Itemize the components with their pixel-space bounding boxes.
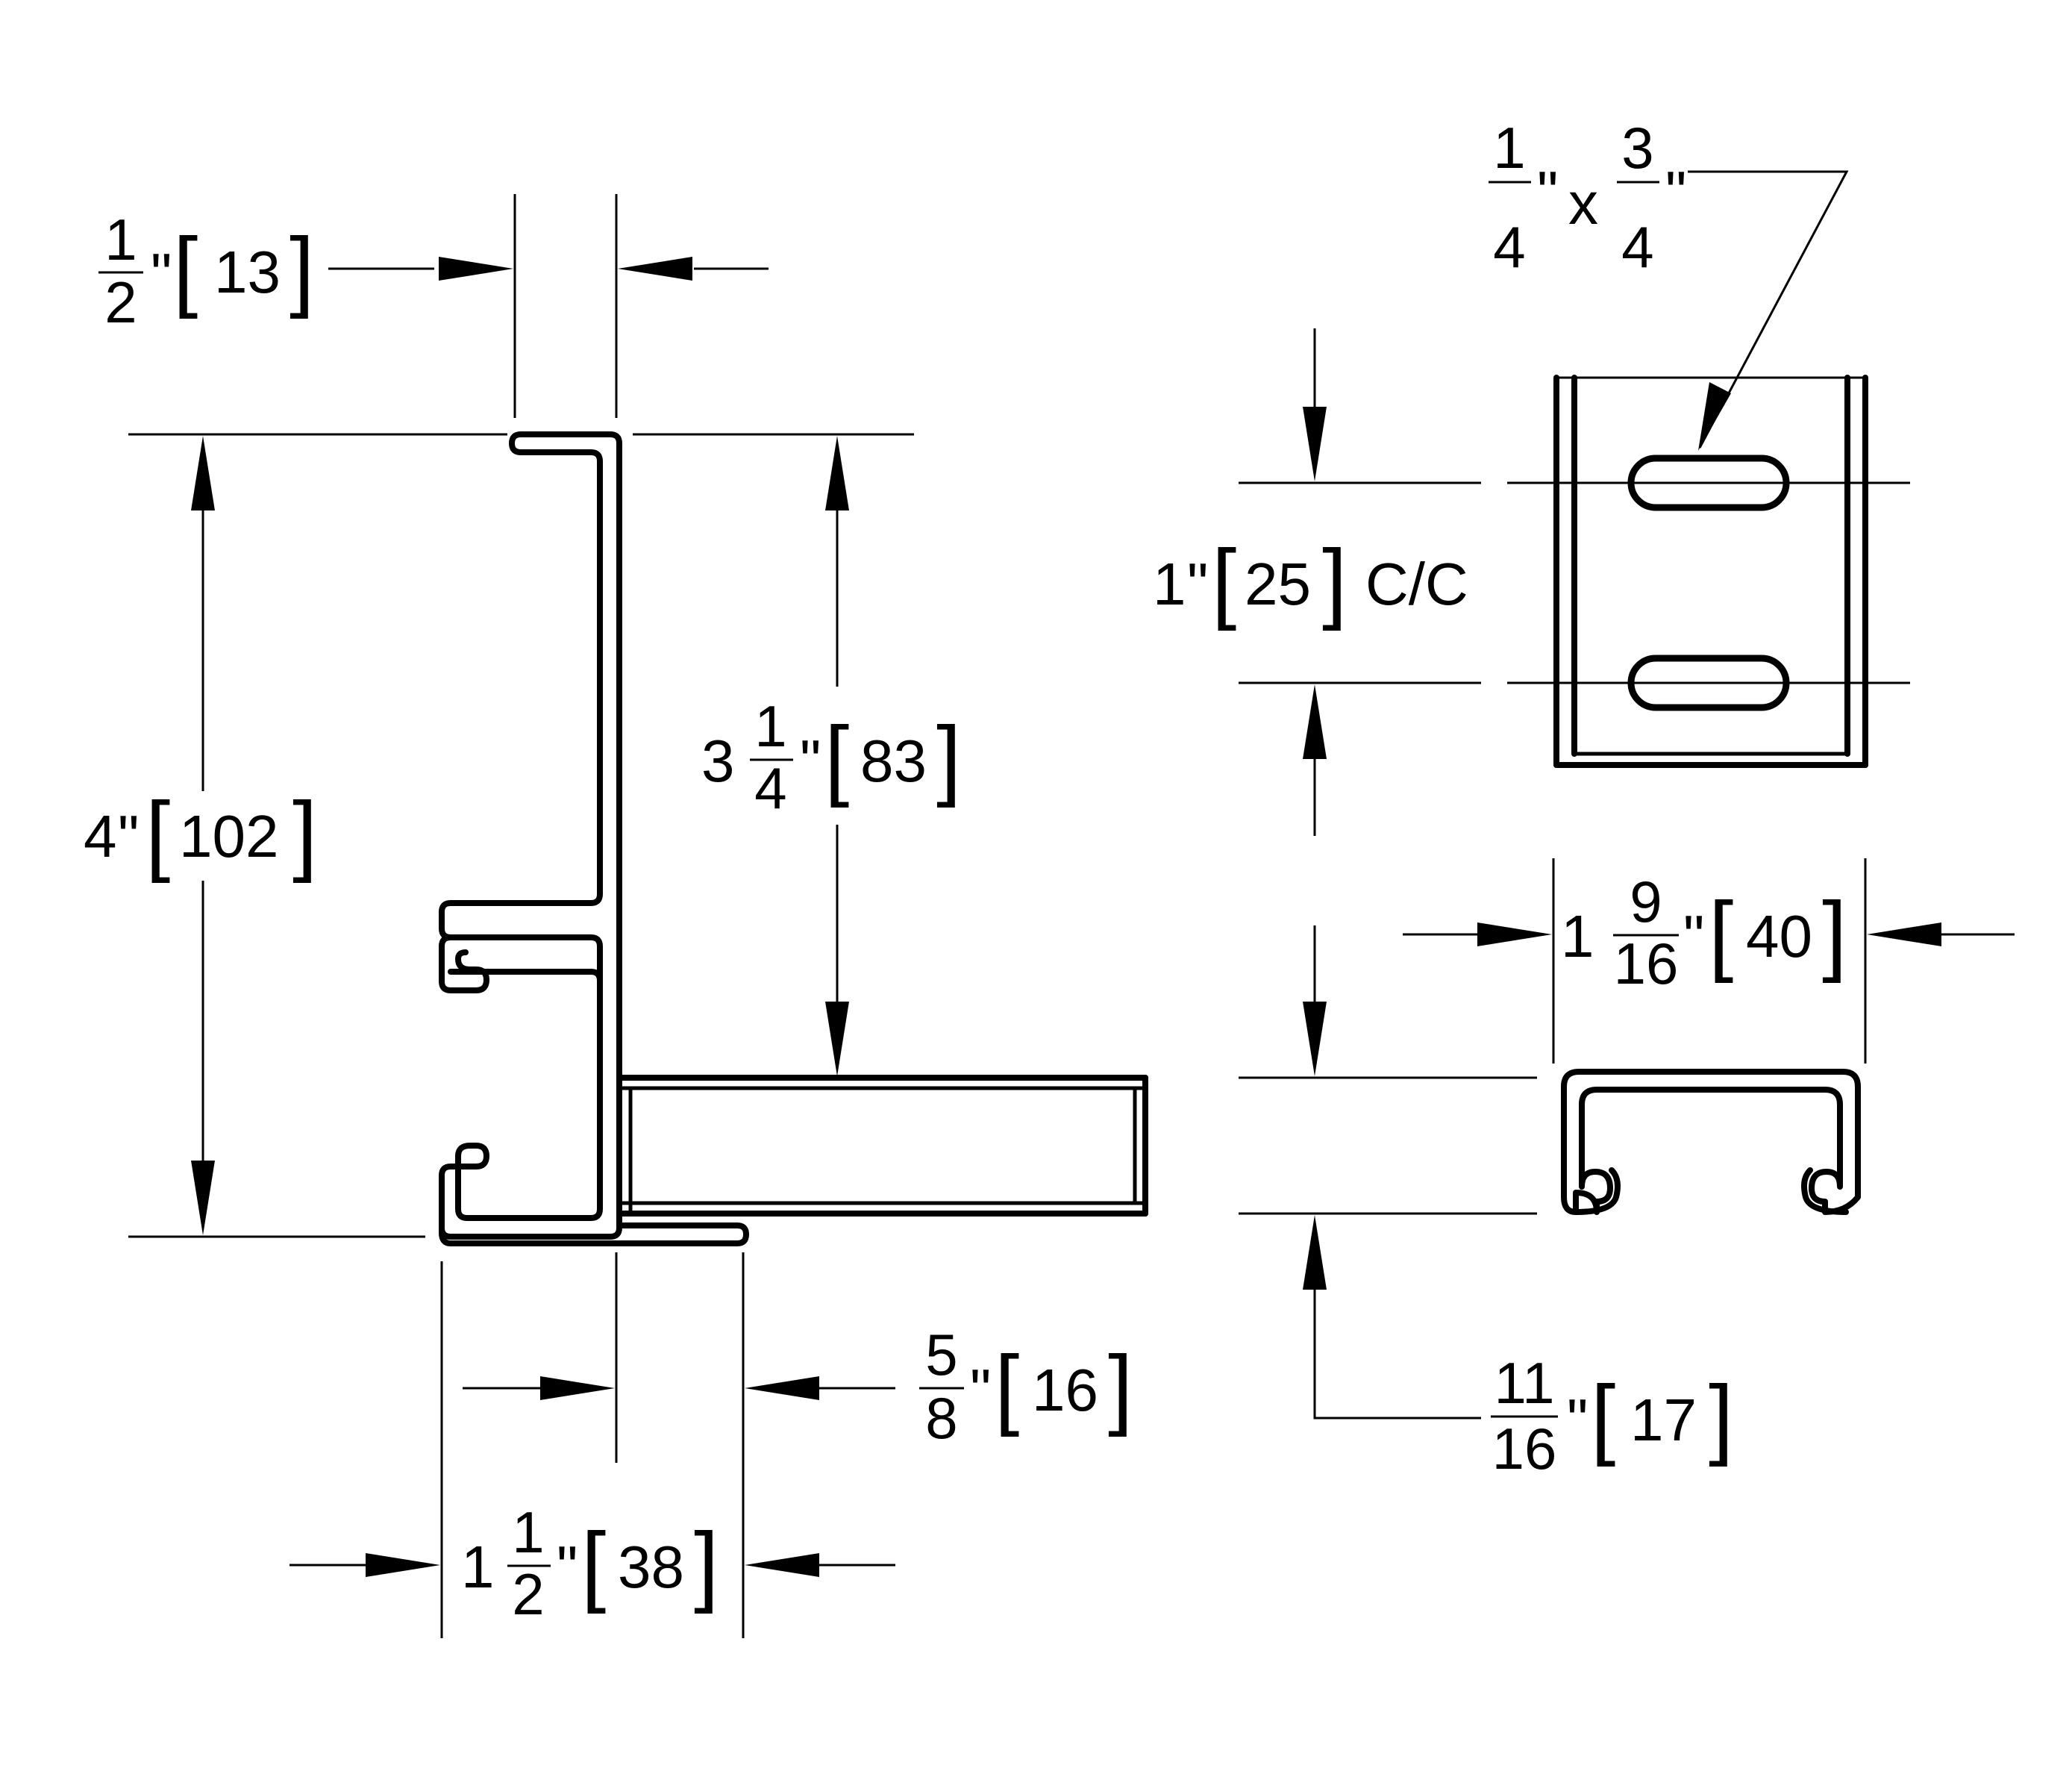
dim-channel-height-metric: 17	[1630, 1387, 1697, 1453]
dim-channel-width-whole: 1	[1561, 903, 1594, 969]
dim-height-bracket-close: ]	[292, 784, 317, 884]
dim-channel-width-num: 9	[1630, 869, 1662, 934]
bracket-arm	[616, 1075, 1148, 1217]
dim-channel-width-den: 16	[1614, 931, 1679, 996]
dim-height-bracket-open: [	[145, 784, 170, 884]
dim-overall-height: 4 " [ 102 ]	[84, 433, 507, 1238]
dim-slot-spacing: 1 " [ 25 ] C/C	[1153, 328, 1481, 836]
dim-base-width: 1 1 2 " [ 38 ]	[289, 1261, 895, 1638]
dim-flange-bracket-open: [	[173, 219, 198, 319]
dim-base-bracket-open: [	[581, 1514, 606, 1614]
dim-flange-width: 1 2 " [ 13 ]	[98, 194, 769, 418]
dim-setback-den: 8	[925, 1385, 957, 1451]
dim-setback-unit: "	[970, 1357, 991, 1423]
dim-flange-unit: "	[151, 241, 172, 307]
dim-height-whole: 4	[84, 803, 117, 869]
dim-slot-unit1: "	[1537, 159, 1558, 225]
bracket-back-channel-profile	[439, 431, 622, 1240]
channel-inner-lip-right	[1801, 1167, 1849, 1215]
dim-slot-den2: 4	[1621, 214, 1653, 280]
channel-inner-lip-left	[1573, 1167, 1621, 1215]
dim-arm-position: 3 1 4 " [ 83 ]	[633, 433, 961, 1076]
dim-flange-num: 1	[104, 207, 137, 272]
dim-flange-den: 2	[104, 269, 137, 335]
channel-cross-section	[1561, 1069, 1861, 1215]
bracket-upper-hook	[439, 934, 489, 993]
dim-base-unit: "	[557, 1534, 578, 1600]
bracket-lower-lip	[448, 969, 603, 1205]
dim-arm-metric: 83	[860, 728, 927, 794]
dim-base-metric: 38	[618, 1534, 684, 1600]
dim-spacing-whole: 1	[1153, 551, 1186, 617]
dim-channel-width: 1 9 16 " [ 40 ]	[1403, 858, 2015, 1064]
dim-arm-num: 1	[754, 693, 786, 759]
dim-channel-height-bracket-open: [	[1591, 1367, 1615, 1467]
dim-arm-setback: 5 8 " [ 16 ]	[463, 1252, 1133, 1638]
dim-slot-num2: 3	[1621, 115, 1653, 181]
dim-setback-metric: 16	[1032, 1357, 1098, 1423]
dim-channel-width-unit: "	[1683, 903, 1704, 969]
dim-arm-bracket-close: ]	[936, 708, 961, 808]
dim-spacing-bracket-open: [	[1212, 531, 1236, 631]
dim-slot-times: x	[1568, 170, 1598, 237]
dim-channel-height-num: 11	[1494, 1350, 1555, 1416]
bracket-base-foot	[439, 1222, 749, 1246]
dim-flange-bracket-close: ]	[289, 219, 314, 319]
dim-spacing-unit: "	[1187, 551, 1208, 617]
dim-channel-height-unit: "	[1567, 1387, 1588, 1453]
dim-base-den: 2	[512, 1561, 544, 1627]
channel-outer-profile	[1561, 1069, 1861, 1215]
dim-height-metric: 102	[179, 803, 278, 869]
dim-arm-bracket-open: [	[824, 708, 849, 808]
dim-setback-bracket-close: ]	[1108, 1337, 1133, 1437]
dim-arm-unit: "	[800, 728, 821, 794]
dim-slot-size: 1 4 " x 3 4 "	[1489, 115, 1849, 451]
dim-spacing-metric: 25	[1245, 551, 1311, 617]
dim-channel-width-metric: 40	[1746, 903, 1812, 969]
dim-base-num: 1	[512, 1499, 544, 1565]
dim-slot-num1: 1	[1493, 115, 1525, 181]
dim-channel-height-den: 16	[1492, 1416, 1557, 1481]
dim-slot-den1: 4	[1493, 214, 1525, 280]
bracket-side-view	[439, 431, 1148, 1246]
dim-height-unit: "	[118, 803, 139, 869]
dim-arm-whole: 3	[701, 728, 735, 794]
dim-spacing-suffix: C/C	[1365, 551, 1468, 617]
dim-flange-metric: 13	[214, 239, 281, 305]
dim-setback-bracket-open: [	[995, 1337, 1019, 1437]
dim-base-bracket-close: ]	[694, 1514, 719, 1614]
dim-spacing-bracket-close: ]	[1322, 531, 1347, 631]
dim-channel-height-bracket-close: ]	[1709, 1367, 1733, 1467]
dim-base-whole: 1	[461, 1534, 495, 1600]
dim-setback-num: 5	[925, 1322, 957, 1387]
dim-slot-unit2: "	[1665, 159, 1686, 225]
arm-plan-view	[1507, 375, 1910, 768]
dim-arm-den: 4	[754, 755, 786, 821]
dim-channel-height: 11 16 " [ 17 ]	[1239, 925, 1733, 1481]
dim-channel-width-bracket-open: [	[1709, 884, 1733, 984]
dim-channel-width-bracket-close: ]	[1822, 884, 1847, 984]
